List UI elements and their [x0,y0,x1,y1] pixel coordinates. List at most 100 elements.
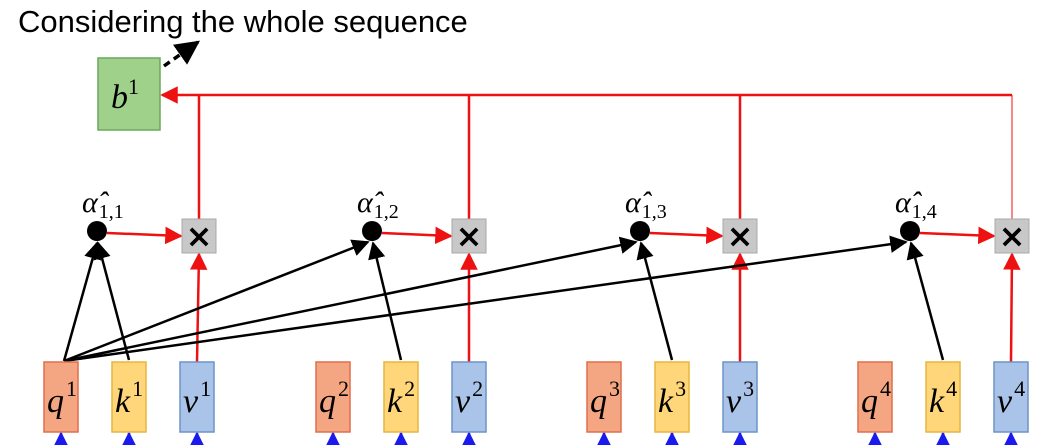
v2-sup: 2 [472,376,483,401]
v1-rect [179,361,215,433]
multiply-2: × [451,217,487,255]
k1-box: k1 [111,361,147,433]
multiply-1-box [181,218,217,254]
k3-box: k3 [654,361,690,433]
k4-box: k4 [925,361,961,433]
q1-base: q [47,383,64,420]
v3-label: v3 [726,376,754,420]
alpha-3-sub: 1,3 [642,201,667,223]
multiply-2-icon: × [456,217,483,255]
v4-sup: 4 [1014,376,1025,401]
k1-base: k [115,383,131,420]
q4-base: q [861,383,878,420]
k2-sup: 2 [404,376,415,401]
v2-rect [451,361,487,433]
multiply-4-icon: × [999,217,1026,255]
v3-base: v [726,383,742,420]
v1-base: v [183,383,199,420]
diagram-title: Considering the whole sequence [18,4,468,39]
alpha-1-label: α̂1,1 [82,186,124,223]
alpha-4-label: α̂1,4 [895,186,937,223]
alpha-4-to-multiply-arrow [919,226,996,245]
connection-lines [53,40,1021,445]
multiply-4-box [994,218,1030,254]
multiply-3: × [722,217,758,255]
v2-label: v2 [455,376,483,420]
alpha-3-dot [630,221,650,241]
multiply-1-icon: × [186,217,213,255]
k4-rect [925,361,961,433]
k4-label: k4 [929,376,957,420]
k2-to-alpha-arrow [368,241,403,361]
k1-sup: 1 [132,376,143,401]
output-base: b [111,79,128,116]
output-sup: 1 [128,74,139,99]
v4-base: v [997,383,1013,420]
q1-to-alpha-2-arrow [63,239,370,363]
q1-label: q1 [47,376,77,420]
v4-box: v4 [993,361,1029,433]
k1-rect [111,361,147,433]
multiply-4: × [994,217,1030,255]
k3-rect [654,361,690,433]
alpha-4-sub: 1,4 [912,201,937,223]
v4-label: v4 [997,376,1025,420]
v4-to-multiply-arrow [1003,252,1021,363]
alpha-2-label: α̂1,2 [357,186,399,223]
output-box [97,57,161,131]
k2-box: k2 [383,361,419,433]
q3-base: q [590,383,607,420]
q2-base: q [319,383,336,420]
k3-label: k3 [658,376,686,420]
q1-to-alpha-1-arrow [62,241,102,362]
k3-base: k [658,383,674,420]
q3-box: q3 [586,361,622,433]
k4-sup: 4 [946,376,957,401]
k1-to-alpha-arrow [93,241,131,361]
k4-to-alpha-arrow [906,241,945,361]
multiply-3-icon: × [727,217,754,255]
v2-box: v2 [451,361,487,433]
k2-rect [383,361,419,433]
output-b1: b1 [97,57,161,131]
q2-rect [315,361,351,433]
dashed-arrow-to-title [162,40,201,68]
alpha-1-sub: 1,1 [99,201,124,223]
k3-to-alpha-arrow [636,241,674,361]
q3-rect [586,361,622,433]
alpha-3-label: α̂1,3 [625,186,667,223]
q4-sup: 4 [880,376,891,401]
k3-sup: 3 [675,376,686,401]
q2-label: q2 [319,376,349,420]
q3-label: q3 [590,376,620,420]
v4-rect [993,361,1029,433]
q1-box: q1 [43,361,79,433]
v3-box: v3 [722,361,758,433]
q4-label: q4 [861,376,891,420]
q1-to-alpha-3-arrow [63,236,638,363]
v3-rect [722,361,758,433]
v1-box: v1 [179,361,215,433]
alpha-3-to-multiply-arrow [649,226,724,245]
v3-sup: 3 [743,376,754,401]
multiply-3-box [722,218,758,254]
multiply-2-box [451,218,487,254]
q2-box: q2 [315,361,351,433]
v2-base: v [455,383,471,420]
q1-rect [43,361,79,433]
q1-sup: 1 [66,376,77,401]
v1-sup: 1 [200,376,211,401]
q3-sup: 3 [609,376,620,401]
k2-base: k [387,383,403,420]
k2-label: k2 [387,376,415,420]
k4-base: k [929,383,945,420]
alpha-1-to-multiply-arrow [106,226,183,245]
v1-label: v1 [183,376,211,420]
q4-box: q4 [857,361,893,433]
q4-rect [857,361,893,433]
alpha-2-sub: 1,2 [374,201,399,223]
alpha-4-dot [900,221,920,241]
q1-to-alpha-4-arrow [63,235,908,363]
